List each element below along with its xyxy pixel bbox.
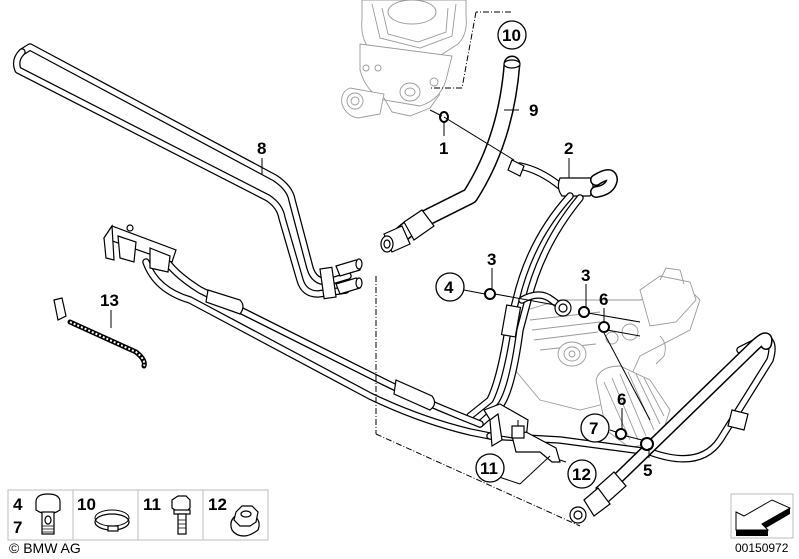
svg-text:10: 10 — [77, 495, 96, 514]
cable-tie-13 — [53, 297, 147, 369]
svg-text:11: 11 — [480, 459, 498, 478]
callout-8[interactable]: 8 — [257, 139, 266, 158]
washer-3a — [484, 288, 496, 300]
return-line-8 — [12, 43, 363, 300]
callout-7[interactable]: 7 — [580, 413, 610, 443]
callout-9[interactable]: 9 — [529, 101, 538, 120]
line-bracket-left — [103, 224, 177, 273]
svg-text:4: 4 — [13, 495, 23, 514]
callout-10[interactable]: 10 — [497, 20, 527, 50]
front-direction-arrow-icon — [730, 493, 794, 539]
legend-cell-hose-clamp[interactable]: 10 — [77, 495, 130, 532]
legend-cell-hex-nut[interactable]: 12 — [208, 495, 260, 537]
svg-text:10: 10 — [502, 26, 521, 45]
callout-12[interactable]: 12 — [567, 459, 597, 489]
callout-6a[interactable]: 6 — [599, 290, 608, 309]
svg-text:11: 11 — [143, 495, 161, 514]
callout-2[interactable]: 2 — [564, 139, 573, 158]
steering-rack-illustration — [514, 267, 701, 449]
callouts: 1 2 3 3 4 5 6 6 7 8 9 10 11 12 13 — [100, 20, 652, 489]
legend-cell-hex-bolt[interactable]: 11 — [143, 495, 191, 535]
legend-cell-hollow-bolt[interactable]: 4 7 — [13, 493, 61, 537]
washer-3b — [578, 306, 590, 318]
svg-text:12: 12 — [572, 465, 591, 484]
hollow-bolt-icon — [35, 493, 61, 535]
callout-6b[interactable]: 6 — [617, 390, 626, 409]
callout-13[interactable]: 13 — [100, 291, 119, 310]
svg-text:7: 7 — [13, 518, 22, 537]
line-bracket-right — [483, 403, 561, 463]
callout-5[interactable]: 5 — [643, 461, 652, 480]
svg-text:7: 7 — [589, 419, 598, 438]
callout-4[interactable]: 4 — [435, 272, 465, 302]
parts-legend: 4 7 10 11 — [7, 489, 269, 541]
callout-3a[interactable]: 3 — [487, 250, 496, 269]
svg-text:4: 4 — [444, 278, 454, 297]
washer-7-bolt — [640, 437, 654, 451]
steering-pump-illustration — [341, 0, 467, 119]
hose-clamp-icon — [94, 509, 130, 532]
callout-3b[interactable]: 3 — [581, 266, 590, 285]
return-hose-5 — [569, 332, 773, 524]
callout-1[interactable]: 1 — [439, 139, 448, 158]
hex-nut-icon — [230, 505, 260, 537]
washer-6b — [615, 428, 627, 440]
hex-bolt-icon — [171, 495, 191, 535]
image-number: 00150972 — [735, 541, 789, 555]
svg-text:12: 12 — [208, 495, 227, 514]
callout-11[interactable]: 11 — [475, 453, 505, 483]
hose-9 — [380, 55, 521, 253]
copyright-text: © BMW AG — [9, 540, 81, 556]
washers — [439, 111, 654, 451]
cooler-lines — [142, 246, 776, 463]
